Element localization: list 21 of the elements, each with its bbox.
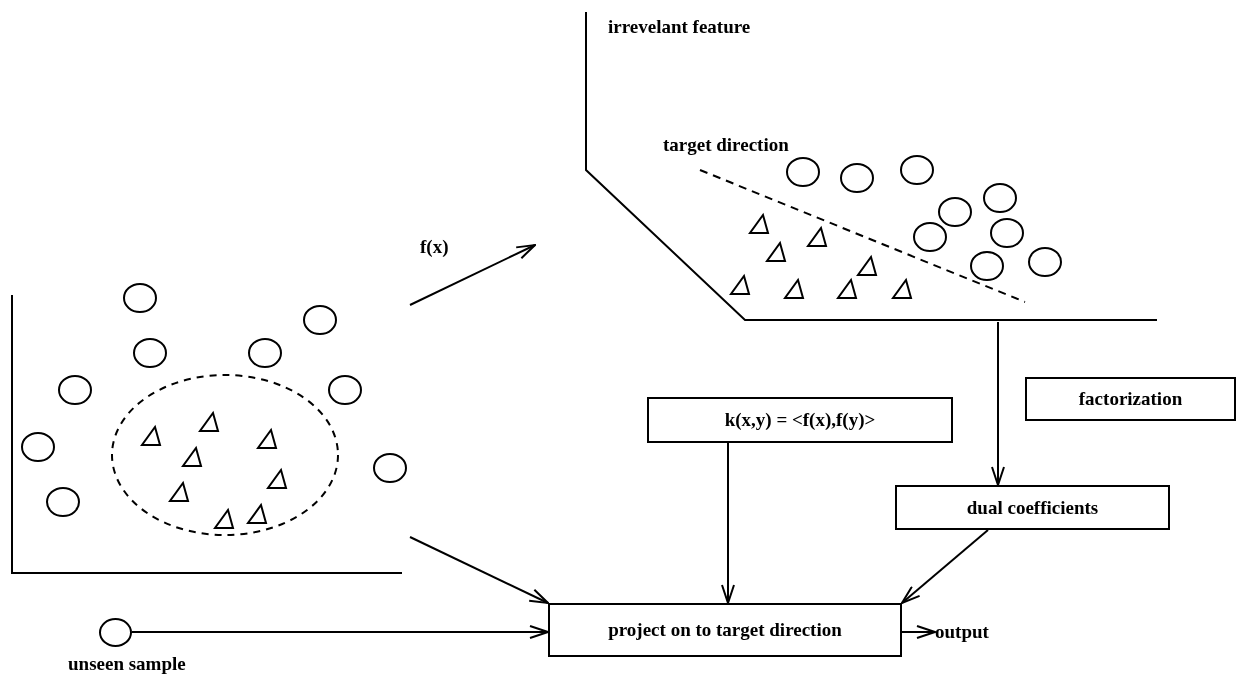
arrow <box>901 625 936 639</box>
node-text: output <box>935 621 989 643</box>
arrow <box>901 529 989 604</box>
process-box <box>1025 377 1236 421</box>
box-label: k(x,y) = <f(x),f(y)> <box>724 409 876 431</box>
box-label: project on to target direction <box>608 619 842 641</box>
edge-label: f(x) <box>420 236 449 258</box>
arrow <box>991 321 1005 486</box>
box-label: factorization <box>1078 388 1183 410</box>
sample-circle <box>99 618 132 647</box>
arrow <box>409 536 549 604</box>
process-box <box>647 397 953 443</box>
axis-label: target direction <box>663 134 789 156</box>
arrow <box>131 625 549 639</box>
process-box <box>895 485 1170 530</box>
box-label: dual coefficients <box>966 496 1099 519</box>
arrow <box>409 244 536 306</box>
process-box <box>548 603 902 657</box>
axis-label: irrevelant feature <box>608 16 751 38</box>
node-caption: unseen sample <box>68 653 186 675</box>
arrow <box>721 442 735 604</box>
